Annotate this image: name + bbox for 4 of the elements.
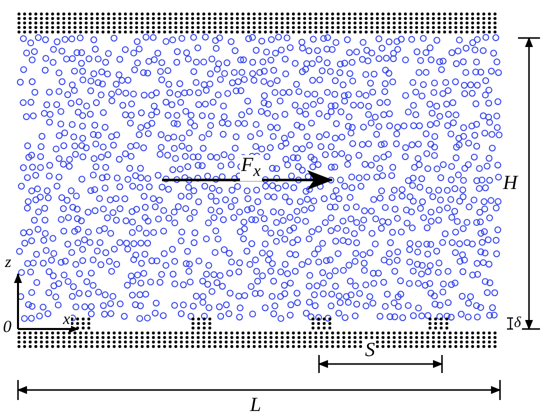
force-label: F$_{x}$ [240,155,262,181]
dimension-label: δ [513,316,522,331]
axis-label: x [62,312,72,328]
origin-label: 0 [2,318,12,335]
